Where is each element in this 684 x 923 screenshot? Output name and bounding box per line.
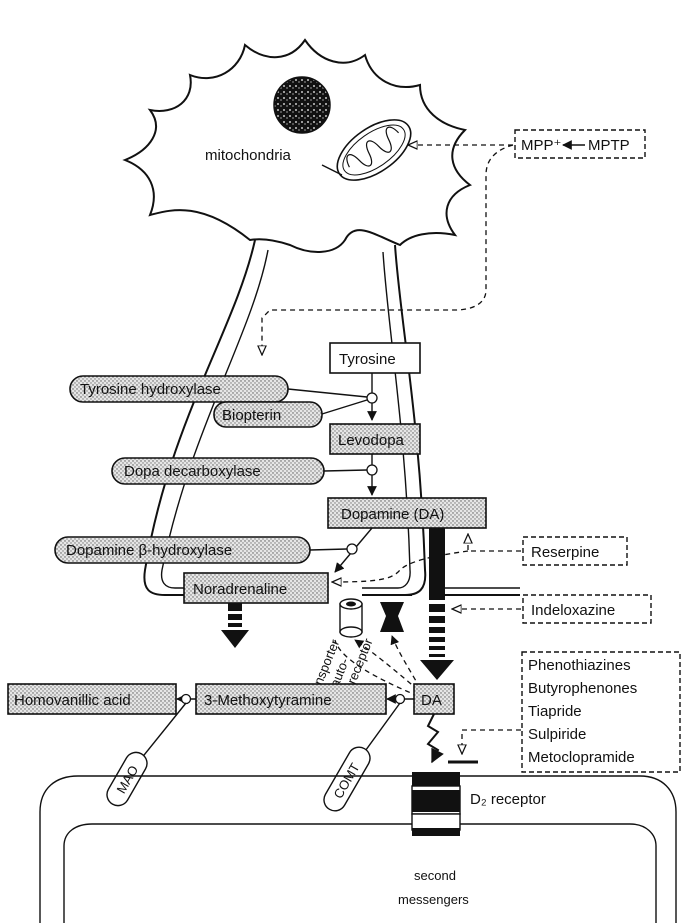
d2-receptor-icon: [412, 772, 460, 836]
nucleus: [274, 77, 330, 133]
antagonist-2: Butyrophenones: [528, 680, 637, 697]
da-label: DA: [421, 692, 442, 709]
mitochondrion-icon: [327, 108, 421, 192]
antagonist-4: Sulpiride: [528, 726, 586, 743]
second-messengers-label-2: messengers: [398, 892, 469, 907]
d2-receptor-label: D₂ receptor: [470, 791, 546, 808]
methoxytyramine-label: 3-Methoxytyramine: [204, 692, 332, 709]
dopamine-b-hydroxylase-label: Dopamine β-hydroxylase: [66, 542, 232, 559]
comt-enzyme: COMT: [320, 703, 400, 815]
levodopa-label: Levodopa: [338, 432, 405, 449]
second-messengers-label: second: [414, 868, 456, 883]
tyrosine-label: Tyrosine: [339, 351, 396, 368]
postsynaptic-membrane-inner: [64, 824, 656, 923]
mao-enzyme: MAO: [103, 703, 186, 810]
mpp-label: MPP⁺: [521, 137, 561, 154]
da-to-receptor-signal: [428, 714, 438, 762]
dopa-decarboxylase-label: Dopa decarboxylase: [124, 463, 261, 480]
dopamine-vesicle-bar: [429, 528, 445, 600]
mptp-label: MPTP: [588, 137, 630, 154]
autoreceptor-icon: [380, 602, 404, 632]
mitochondria-label: mitochondria: [205, 147, 292, 164]
noradrenaline-label: Noradrenaline: [193, 581, 287, 598]
biopterin-label: Biopterin: [222, 407, 281, 424]
dopamine-release-arrow: [420, 604, 454, 680]
antagonist-3: Tiapride: [528, 703, 582, 720]
neuron-membrane-outer: [125, 40, 470, 252]
axon-right-inner: [362, 252, 410, 588]
antagonist-5: Metoclopramide: [528, 749, 635, 766]
da-transporter-icon: [340, 599, 362, 637]
dopamine-label: Dopamine (DA): [341, 506, 444, 523]
postsynaptic-membrane-outer: [40, 776, 676, 923]
reserpine-label: Reserpine: [531, 544, 599, 561]
indeloxazine-label: Indeloxazine: [531, 602, 615, 619]
antagonist-1: Phenothiazines: [528, 657, 631, 674]
homovanillic-acid-label: Homovanillic acid: [14, 692, 131, 709]
noradrenaline-release-arrow: [221, 603, 249, 648]
tyrosine-hydroxylase-label: Tyrosine hydroxylase: [80, 381, 221, 398]
